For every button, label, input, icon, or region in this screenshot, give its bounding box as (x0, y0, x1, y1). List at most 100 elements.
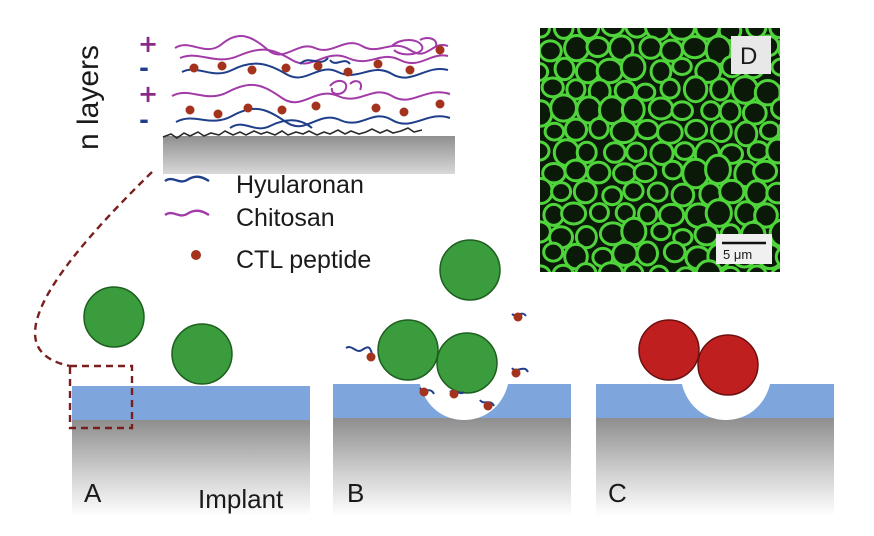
micrograph-cell (600, 28, 626, 38)
legend-chitosan-swatch (164, 209, 210, 217)
panel-c-cell (697, 334, 759, 396)
micrograph-cell (551, 263, 575, 272)
hyaluronan-chain (181, 62, 449, 79)
legend-hyaluronan-label: Hyularonan (236, 171, 364, 199)
scale-bar-box (716, 234, 772, 264)
micrograph-cell (670, 182, 696, 208)
micrograph-cell-network (540, 28, 803, 272)
micrograph-cell (681, 35, 709, 60)
micrograph-cell (783, 160, 803, 183)
scale-bar-label: 5 μm (723, 247, 752, 262)
panel-b-pit (420, 384, 508, 420)
panel-b: B (333, 239, 571, 516)
micrograph-cell (540, 220, 552, 244)
panel-a-cell (171, 323, 233, 385)
peptide-dot (405, 65, 415, 75)
micrograph-cell (540, 39, 563, 63)
micrograph-cell (782, 205, 801, 223)
micrograph-cell (768, 218, 780, 248)
micrograph-cell (632, 161, 658, 184)
peptide-dot (213, 109, 223, 119)
layer-axis-label: n layers (72, 45, 105, 150)
peptide-dot (313, 61, 323, 71)
hyaluronan-chain (175, 107, 451, 128)
micrograph-cell (620, 95, 646, 124)
panel-d-letter-box (731, 36, 771, 74)
peptide-dot (366, 352, 376, 362)
micrograph-cell (575, 140, 598, 164)
chitosan-loop (329, 80, 362, 95)
micrograph-cell (700, 100, 722, 121)
peptide-dot (449, 389, 459, 399)
panel-c: C (596, 319, 834, 516)
micrograph-cell (638, 35, 664, 60)
peptide-dot (277, 105, 287, 115)
hyaluronan-chain (229, 119, 313, 130)
peptide-dot (371, 103, 381, 113)
panel-c-implant (596, 418, 834, 516)
micrograph-cell (608, 34, 635, 62)
micrograph-cell (745, 28, 768, 39)
chitosan-loop (391, 37, 438, 56)
micrograph-cell (576, 28, 601, 40)
legend-chitosan-label: Chitosan (236, 204, 335, 232)
micrograph-cell (622, 180, 645, 202)
micrograph-cell (540, 28, 551, 39)
micrograph-cell (648, 264, 670, 272)
micrograph-cell (778, 83, 780, 99)
peptide-dot (243, 103, 253, 113)
micrograph-cell (550, 181, 573, 203)
panel-a-cell (83, 286, 145, 348)
micrograph-cell (574, 225, 598, 250)
chitosan-chain (174, 35, 449, 56)
micrograph-cell (746, 264, 768, 272)
micrograph-cell (637, 202, 659, 226)
micrograph-cell (624, 28, 650, 39)
micrograph-cell (553, 56, 576, 82)
micrograph-cell (585, 36, 611, 58)
micrograph-cell (694, 259, 723, 272)
legend-hyaluronan-swatch (164, 175, 210, 183)
panel-b-implant (333, 418, 571, 516)
chitosan-chain (179, 48, 449, 65)
legend-peptide-swatch (191, 250, 201, 260)
micrograph-cell (730, 75, 760, 105)
micrograph-cell (646, 181, 669, 203)
peptide-dot (185, 105, 195, 115)
layer-stack: n layers + - + - (72, 30, 455, 174)
layer-sign-4: - (139, 106, 149, 134)
peptide-dot (513, 312, 523, 322)
micrograph-cell (603, 141, 627, 164)
micrograph-cell (655, 120, 684, 145)
panel-a-coating (72, 386, 310, 420)
micrograph-cell (560, 201, 588, 226)
peptide-dot (217, 61, 227, 71)
hyaluronan-fragment (511, 367, 529, 373)
micrograph-cell (670, 100, 695, 121)
panel-c-cell (638, 319, 700, 381)
micrograph-cell (597, 261, 625, 272)
micrograph-cell (612, 162, 637, 185)
micrograph-cell (741, 100, 768, 126)
hyaluronan-chain (299, 57, 351, 65)
panel-c-pit (682, 384, 770, 420)
micrograph-cell (662, 240, 687, 264)
micrograph-cell (540, 76, 565, 99)
layer-substrate (163, 136, 455, 174)
micrograph-cell (588, 116, 610, 140)
micrograph-cell (770, 265, 780, 272)
micrograph-cell (693, 223, 720, 247)
chitosan-chain (171, 83, 451, 104)
panel-b-coating-pitted (333, 384, 571, 420)
micrograph-cell (649, 140, 675, 167)
substrate-rough-surface (162, 127, 423, 139)
micrograph-cell (684, 118, 709, 141)
micrograph-cell (540, 264, 552, 272)
peptide-dot (281, 63, 291, 73)
micrograph-cell (768, 28, 780, 40)
micrograph-cell (765, 137, 780, 165)
panel-c-coating-pitted (596, 384, 834, 420)
micrograph-cell (542, 241, 565, 263)
legend: Hyularonan Chitosan CTL peptide (164, 171, 371, 274)
micrograph-cell (718, 178, 746, 205)
